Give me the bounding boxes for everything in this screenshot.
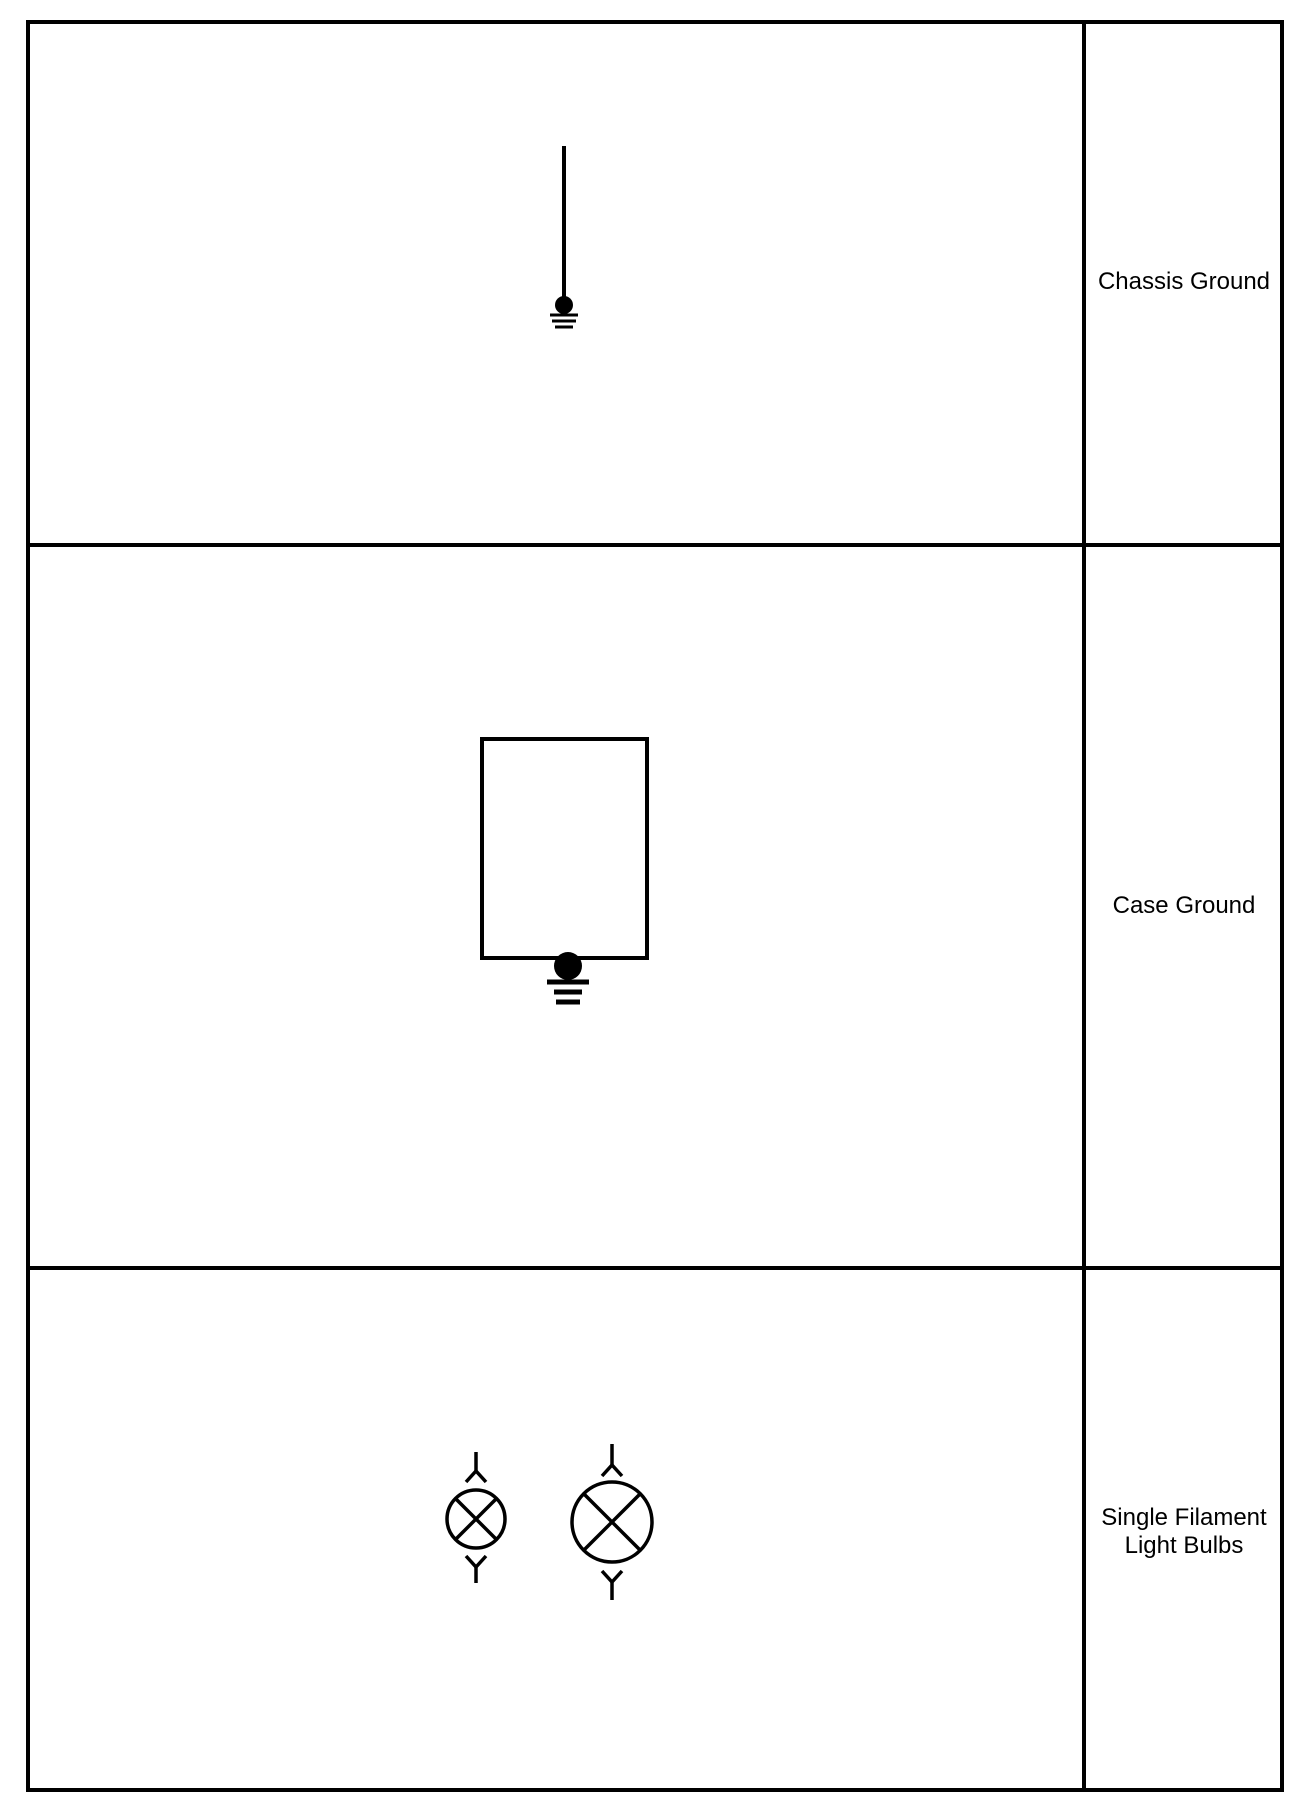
single-filament-light-bulbs-label: Single Filament Light Bulbs (1101, 1504, 1267, 1559)
small-bulb-icon (445, 1452, 507, 1583)
component-case (480, 737, 649, 960)
ground-node-dot (554, 952, 582, 980)
case-ground-symbol (480, 737, 649, 1005)
chassis-ground-label: Chassis Ground (1097, 268, 1271, 295)
chassis-ground-symbol (550, 146, 578, 329)
single-filament-bulb-symbol (445, 1444, 654, 1600)
large-bulb-icon (570, 1444, 654, 1600)
ground-node-dot (555, 296, 573, 314)
legend-grid (26, 20, 1284, 1792)
outer-frame (26, 20, 1284, 1792)
case-ground-label: Case Ground (1112, 892, 1256, 919)
